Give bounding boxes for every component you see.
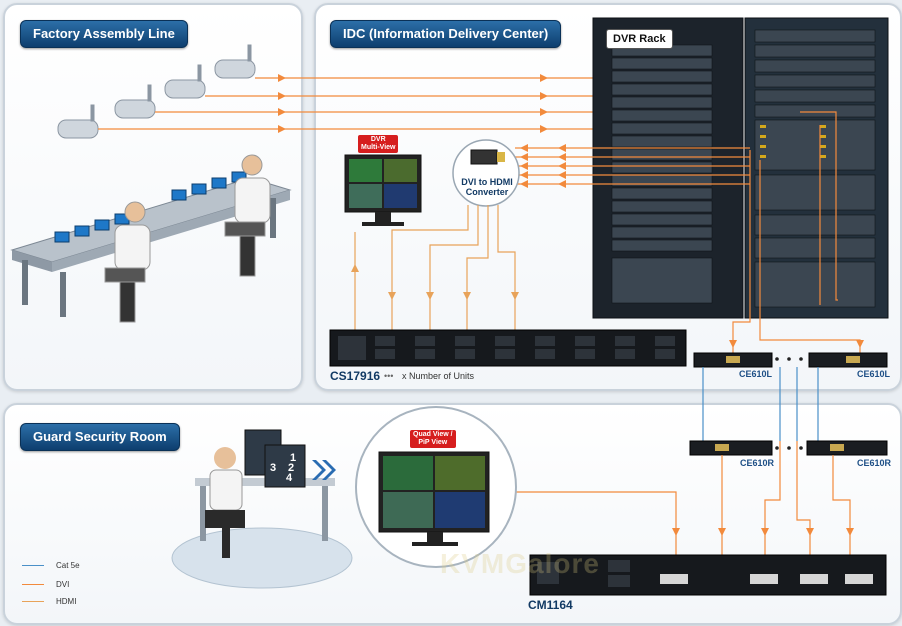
dvr-multiview-tag: DVR Multi-View	[358, 135, 399, 153]
screen-number-1: 1	[290, 452, 297, 464]
quad-view-tag: Quad View / PiP View	[410, 430, 456, 448]
quad-view-line2: PiP View	[418, 439, 448, 446]
legend-label-dvi: DVI	[56, 580, 70, 589]
cm1164-unit	[529, 554, 887, 596]
screen-number-4: 4	[286, 472, 293, 484]
idc-title: IDC (Information Delivery Center)	[330, 20, 562, 48]
assembly-table	[10, 177, 292, 317]
legend-item-dvi: DVI	[22, 580, 69, 589]
converter-line2: Converter	[465, 187, 509, 197]
worker-figure	[104, 154, 271, 323]
legend-item-hdmi: HDMI	[22, 597, 76, 606]
legend-line-cat5e	[22, 565, 44, 567]
cs17916-note: x Number of Units	[402, 371, 475, 381]
double-chevron-icon	[312, 460, 336, 480]
dvr-rack	[592, 17, 889, 319]
cs17916-label: CS17916	[330, 369, 381, 383]
ce610r-right-label: CE610R	[857, 458, 892, 468]
converter-icon	[452, 139, 520, 207]
legend-label-hdmi: HDMI	[56, 597, 77, 606]
cs17916-switch	[329, 329, 687, 367]
legend-label-cat5e: Cat 5e	[56, 561, 80, 570]
screen-number-3: 3	[270, 462, 277, 474]
converter-label: DVI to HDMI Converter	[458, 177, 516, 197]
screen-number-2: 2	[288, 462, 295, 474]
ce610l-right-label: CE610L	[857, 369, 891, 379]
dvr-multiview-line2: Multi-View	[361, 144, 396, 151]
legend-line-dvi	[22, 584, 44, 586]
cm1164-label: CM1164	[528, 598, 573, 612]
legend-line-hdmi	[22, 601, 44, 603]
cs17916-note-dots: •••	[384, 371, 394, 381]
factory-title: Factory Assembly Line	[20, 20, 188, 48]
guard-workstation	[171, 429, 353, 589]
legend-item-cat5e: Cat 5e	[22, 561, 80, 570]
quad-view-line1: Quad View /	[413, 431, 453, 438]
converter-line1: DVI to HDMI	[461, 177, 513, 187]
guard-title: Guard Security Room	[20, 423, 180, 451]
dvr-multiview-line1: DVR	[370, 136, 386, 143]
camera-icon	[57, 44, 256, 139]
dvr-rack-label: DVR Rack	[606, 29, 673, 49]
ce610r-left-label: CE610R	[740, 458, 775, 468]
ce610r-unit	[689, 440, 888, 456]
dvr-monitor	[344, 154, 422, 226]
quad-view-monitor	[355, 406, 517, 568]
watermark-text: KVMGalore	[440, 548, 600, 579]
ce610l-left-label: CE610L	[739, 369, 773, 379]
